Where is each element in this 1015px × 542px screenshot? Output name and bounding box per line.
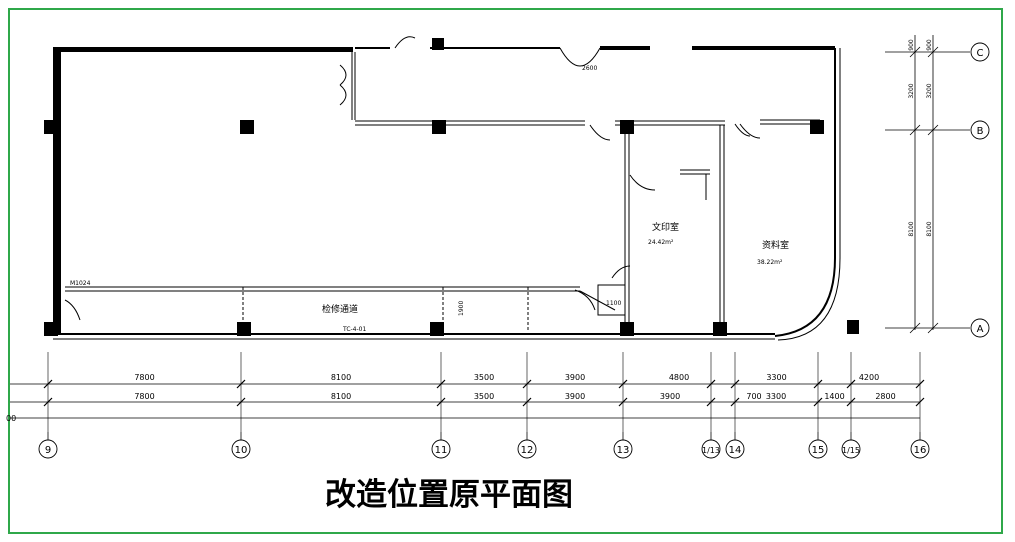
dim-top-4: 4800 xyxy=(669,373,689,382)
dim-bottom-1: 8100 xyxy=(331,392,351,401)
dim-1900-label: 1900 xyxy=(458,301,465,316)
dim-bottom-8: 2800 xyxy=(875,392,895,401)
svg-text:14: 14 xyxy=(729,445,742,456)
beam-label: TC-4-01 xyxy=(342,326,366,333)
door-m1024-label: M1024 xyxy=(70,280,91,287)
right_dims_inner-2: 8100 xyxy=(926,221,933,236)
svg-text:13: 13 xyxy=(617,445,630,456)
svg-text:12: 12 xyxy=(521,445,534,456)
row-axis-A: A xyxy=(970,318,990,338)
svg-text:15: 15 xyxy=(812,445,825,456)
svg-text:1/15: 1/15 xyxy=(842,446,860,455)
door-2600-label: 2600 xyxy=(582,65,597,72)
column-axis-9: 9 xyxy=(38,432,58,459)
dim-bottom-4: 3900 xyxy=(660,392,680,401)
column-axes: 9 10 11 12 13 1/13 14 15 1/15 16 xyxy=(38,432,930,459)
left-edge-fragment: 00 xyxy=(6,414,16,423)
archive-room-name: 资料室 xyxy=(762,239,789,251)
dim-bottom-3: 3900 xyxy=(565,392,585,401)
column-axis-15: 15 xyxy=(808,432,828,459)
corridor-name: 检修通道 xyxy=(322,303,358,315)
column-axis-1-13: 1/13 xyxy=(701,432,721,459)
row-axis-B: B xyxy=(970,120,990,140)
column-axis-14: 14 xyxy=(725,432,745,459)
dim-bottom-2: 3500 xyxy=(474,392,494,401)
dims-row-top: 7800 8100 3500 3900 4800 3300 4200 xyxy=(134,373,879,382)
dim-bottom-5: 700 xyxy=(746,392,761,401)
dim-1100-label: 1100 xyxy=(606,300,621,307)
svg-text:10: 10 xyxy=(235,445,248,456)
column-axis-11: 11 xyxy=(431,432,451,459)
svg-text:11: 11 xyxy=(435,445,448,456)
dims-row-bottom: 7800 8100 3500 3900 3900 700 3300 1400 2800 xyxy=(134,392,895,401)
row-axes: C B A xyxy=(970,42,990,338)
svg-text:1/13: 1/13 xyxy=(702,446,720,455)
right_dims_outer-0: 900 xyxy=(908,39,915,51)
svg-text:B: B xyxy=(977,126,984,137)
dim-top-0: 7800 xyxy=(134,373,154,382)
column-axis-12: 12 xyxy=(517,432,537,459)
right_dims_inner-0: 900 xyxy=(926,39,933,51)
bottom-dimension-lines xyxy=(10,352,925,432)
right_dims_outer-1: 3200 xyxy=(908,83,915,98)
right_dims_outer-2: 8100 xyxy=(908,221,915,236)
dim-bottom-0: 7800 xyxy=(134,392,154,401)
print-room-area: 24.42m² xyxy=(648,239,674,246)
print-room-name: 文印室 xyxy=(652,221,679,233)
svg-text:A: A xyxy=(977,324,984,335)
dim-top-5: 3300 xyxy=(766,373,786,382)
right_dims_inner-1: 3200 xyxy=(926,83,933,98)
interior-walls xyxy=(64,36,820,330)
right-dimension-lines xyxy=(885,35,970,334)
row-axis-C: C xyxy=(970,42,990,62)
columns xyxy=(44,38,859,336)
svg-text:16: 16 xyxy=(914,445,927,456)
dim-top-1: 8100 xyxy=(331,373,351,382)
drawing-title: 改造位置原平面图 xyxy=(325,477,573,513)
column-axis-13: 13 xyxy=(613,432,633,459)
dim-top-2: 3500 xyxy=(474,373,494,382)
dim-top-6: 4200 xyxy=(859,373,879,382)
room-labels: 文印室 24.42m² 资料室 38.22m² 检修通道 2600 M1024 … xyxy=(70,65,789,333)
archive-room-area: 38.22m² xyxy=(757,259,783,266)
column-axis-1-15: 1/15 xyxy=(841,432,861,459)
column-axis-10: 10 xyxy=(231,432,251,459)
dim-bottom-6: 3300 xyxy=(766,392,786,401)
column-axis-16: 16 xyxy=(910,432,930,459)
green-border xyxy=(8,8,1003,534)
right-dimension-text: 900 3200 8100 900 3200 8100 xyxy=(908,39,933,237)
dim-top-3: 3900 xyxy=(565,373,585,382)
dim-bottom-7: 1400 xyxy=(824,392,844,401)
outer-walls xyxy=(53,46,841,341)
svg-text:C: C xyxy=(977,48,984,59)
svg-text:9: 9 xyxy=(45,445,51,456)
